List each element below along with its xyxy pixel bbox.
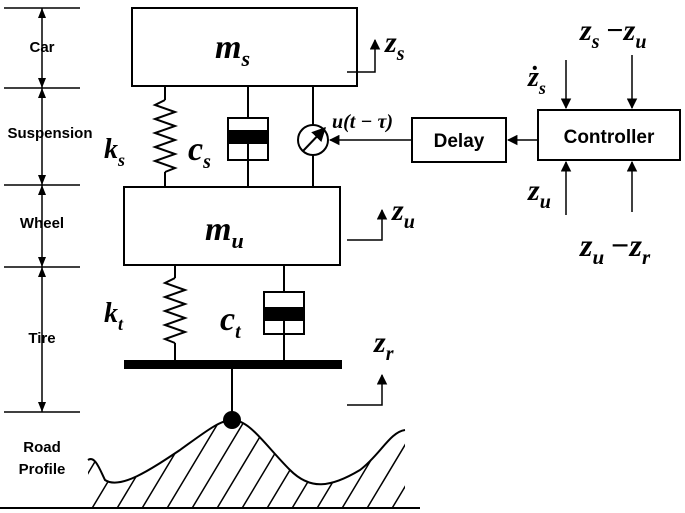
delay-block (411, 117, 507, 163)
ks-label: ks (104, 134, 125, 170)
input-zs-dot-label: żs (527, 62, 546, 98)
actuator-signal-label: u(t − τ) (332, 111, 393, 133)
zs-arrow (347, 38, 381, 73)
tire-damper (263, 265, 305, 362)
suspension-damper (227, 86, 269, 186)
controller-block (537, 109, 681, 161)
input-zu-label: zu (527, 174, 551, 213)
level-car-label: Car (29, 39, 54, 56)
input-rel-bot-label: zu−zr (579, 227, 651, 269)
cs-label: cs (188, 131, 211, 173)
level-road-label: Road (23, 439, 61, 456)
sprung-mass-label: ms (215, 29, 250, 71)
actuator (297, 86, 329, 186)
zs-label: zs (384, 26, 405, 65)
zr-label: zr (373, 326, 394, 365)
input-rel-top-label: zs−zu (579, 14, 646, 53)
suspension-spring (151, 86, 179, 186)
level-tire-label: Tire (28, 330, 55, 347)
zu-label: zu (391, 194, 415, 233)
delay-label: Delay (434, 131, 485, 152)
unsprung-mass-label: mu (205, 211, 244, 253)
tire-spring (161, 265, 189, 362)
kt-label: kt (104, 298, 124, 334)
level-indicator: Car Suspension Wheel Tire Road Profile (4, 7, 93, 478)
unsprung-mass-box (123, 186, 341, 266)
zr-arrow (347, 373, 388, 406)
level-suspension-label: Suspension (7, 125, 92, 142)
zu-arrow (347, 208, 388, 241)
controller-label: Controller (564, 127, 655, 148)
level-wheel-label: Wheel (20, 215, 64, 232)
sprung-mass-box (131, 7, 358, 87)
road-contact-bar (124, 360, 342, 369)
ct-label: ct (220, 301, 242, 343)
level-profile-label: Profile (19, 461, 66, 478)
road-profile (0, 418, 420, 509)
